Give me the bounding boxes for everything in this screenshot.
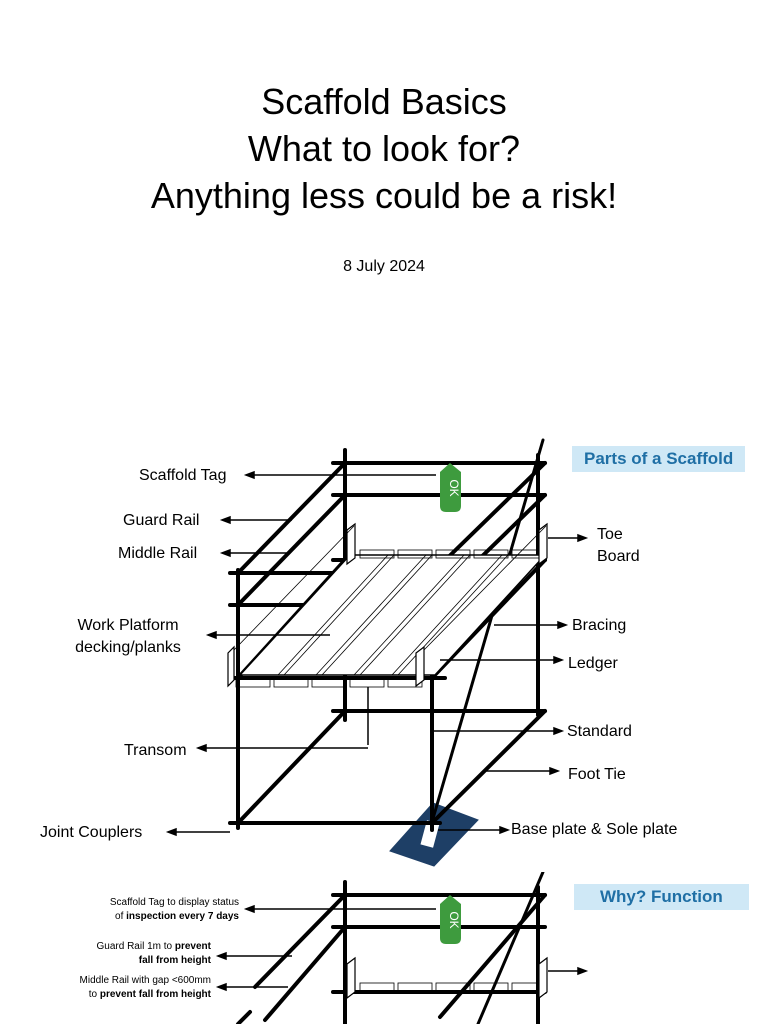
label-base-plate: Base plate & Sole plate [511, 821, 678, 838]
title-line-1: Scaffold Basics [261, 81, 507, 122]
label-toe-board: Toe Board [597, 524, 640, 568]
note-tag-line-1: Scaffold Tag to display status [109, 897, 239, 908]
label-bracing: Bracing [572, 617, 627, 634]
tag-icon: OK [440, 463, 461, 512]
note-middle-line-2b: prevent fall from height [99, 989, 211, 1000]
title-line-3: Anything less could be a risk! [150, 175, 618, 216]
label-guard-rail: Guard Rail [123, 512, 200, 529]
tag-text-2: OK [447, 911, 461, 928]
title-line-2: What to look for? [247, 128, 521, 169]
function-heading-badge: Why? Function [574, 884, 749, 910]
note-middle-line-2a: to [88, 989, 100, 1000]
page-title: Scaffold Basics What to look for? Anythi… [0, 78, 768, 219]
scaffold-illustration-2: OK [215, 872, 589, 1024]
label-joint-couplers: Joint Couplers [40, 824, 143, 841]
work-platform-line-1: Work Platform [77, 617, 179, 634]
label-ledger: Ledger [568, 655, 618, 672]
date-label: 8 July 2024 [343, 258, 425, 275]
parts-diagram: OK Parts of a Scaffold Scaffold Tag Guar… [0, 430, 768, 870]
label-middle-rail: Middle Rail [118, 545, 198, 562]
tag-icon-2: OK [440, 895, 461, 944]
note-guard-line-1b: prevent [174, 941, 211, 952]
function-diagram: OK Why? Function Scaffold Tag to display… [0, 872, 768, 1024]
parts-heading-badge: Parts of a Scaffold [572, 446, 746, 472]
note-tag-line-2b: inspection every 7 days [126, 911, 239, 922]
tag-text: OK [447, 479, 461, 496]
note-tag-line-2a: of [115, 911, 127, 922]
label-scaffold-tag: Scaffold Tag [139, 467, 227, 484]
work-platform-line-2: decking/planks [75, 639, 181, 656]
scaffold-illustration: OK [165, 438, 589, 867]
note-scaffold-tag: Scaffold Tag to display status of inspec… [40, 896, 239, 924]
note-middle-line-1: Middle Rail with gap <600mm [79, 975, 211, 986]
note-middle-rail: Middle Rail with gap <600mm to prevent f… [20, 974, 211, 1002]
note-guard-rail: Guard Rail 1m to prevent fall from heigh… [40, 940, 212, 968]
toe-board-line-2: Board [597, 548, 640, 565]
note-guard-line-1a: Guard Rail 1m to [96, 941, 175, 952]
toe-board-line-1: Toe [597, 526, 623, 543]
label-standard: Standard [567, 723, 632, 740]
note-guard-line-2: fall from height [138, 955, 211, 966]
label-foot-tie: Foot Tie [568, 766, 626, 783]
label-transom: Transom [124, 742, 187, 759]
label-work-platform: Work Platform decking/planks [64, 615, 192, 659]
